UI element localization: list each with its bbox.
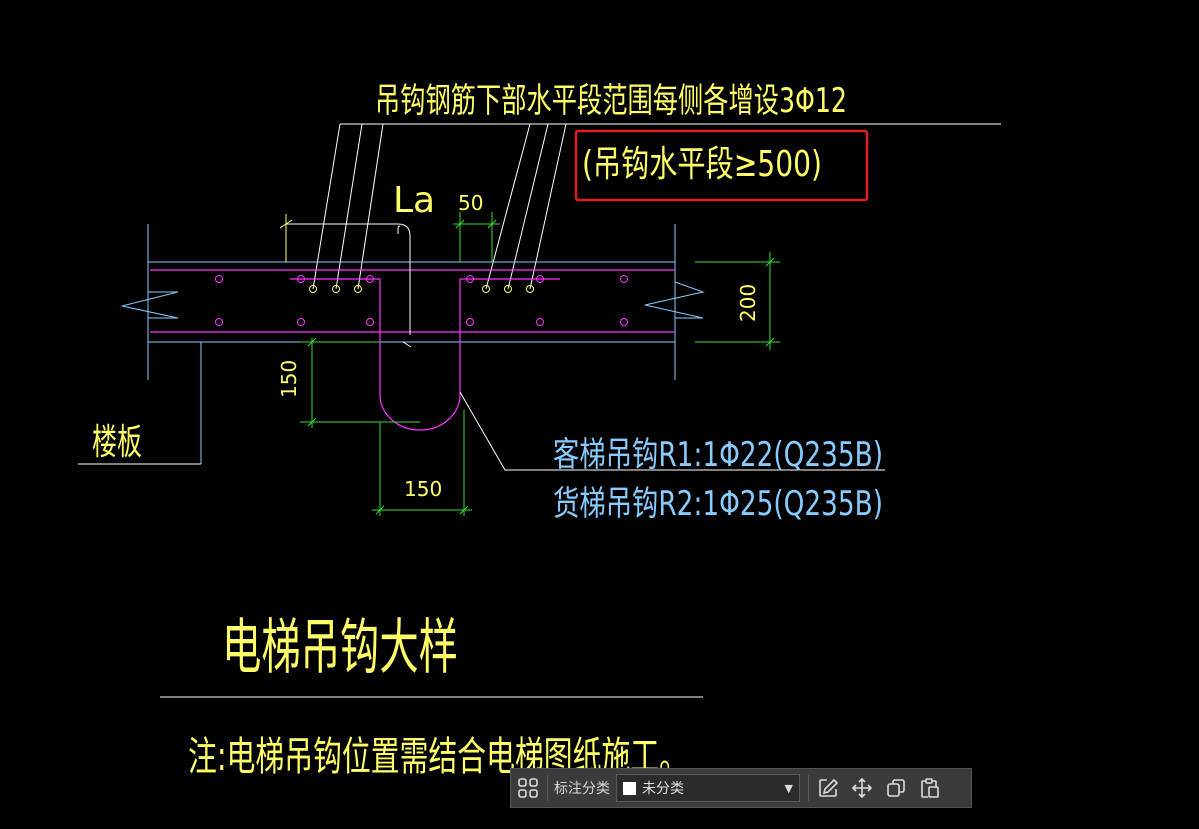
copy-icon[interactable] [879, 771, 913, 805]
annotation-toolbar: 标注分类 未分类 ▼ [510, 768, 972, 808]
added-rebar-dots [309, 285, 534, 293]
dim-la-text: La [393, 180, 435, 221]
detail-title-text: 电梯吊钩大样 [222, 613, 458, 683]
category-label: 标注分类 [554, 781, 610, 797]
hook-leader [459, 391, 885, 471]
paste-icon[interactable] [913, 771, 947, 805]
edit-icon[interactable] [811, 771, 845, 805]
hook-passenger-text: 客梯吊钩R1:1Φ22(Q235B) [553, 435, 883, 475]
toolbar-separator [808, 775, 809, 801]
grid-icon[interactable] [511, 771, 545, 805]
slab-label-text: 楼板 [92, 422, 142, 463]
dim-la-lines [279, 214, 293, 262]
move-icon[interactable] [845, 771, 879, 805]
hook-freight-text: 货梯吊钩R2:1Φ25(Q235B) [553, 484, 883, 524]
category-select[interactable]: 未分类 ▼ [616, 774, 800, 802]
toolbar-separator [547, 775, 548, 801]
rebar-dots [215, 275, 628, 326]
chevron-down-icon: ▼ [784, 781, 793, 795]
category-select-value: 未分类 [642, 781, 684, 797]
anchorage-bar [286, 223, 412, 348]
dim-200-text: 200 [736, 284, 760, 322]
highlight-box [574, 129, 869, 202]
top-leader-lines [312, 123, 1001, 290]
green-dimensions [300, 212, 780, 516]
dim-50-text: 50 [458, 191, 483, 215]
dim-150-vertical-text: 150 [277, 360, 301, 398]
slab-outline [121, 224, 705, 464]
category-color-swatch [623, 781, 636, 795]
top-note-sub-text: (吊钩水平段≥500) [582, 144, 822, 185]
rebar-lines [150, 269, 675, 431]
dim-150-horizontal-text: 150 [404, 477, 442, 501]
top-note-text: 吊钩钢筋下部水平段范围每侧各增设3Φ12 [375, 81, 847, 121]
